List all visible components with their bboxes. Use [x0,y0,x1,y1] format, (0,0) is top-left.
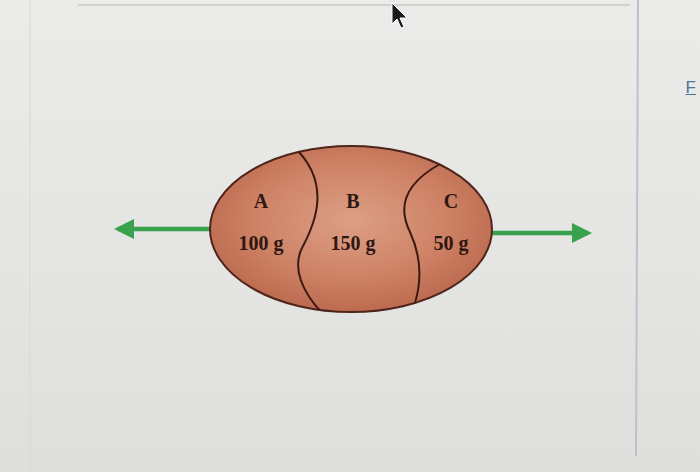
region-boundary [293,146,323,314]
region-letter: B [346,190,359,212]
body-outline [210,146,492,312]
panel-edge [636,0,638,456]
mass-value: 100 g [239,232,284,254]
region-letter: C [444,190,458,212]
mass-region: A 100 g [236,188,287,256]
mass-value: 150 g [331,232,376,254]
mass-region: B 150 g [328,188,379,256]
link-letter: F [686,78,696,98]
mass-region: C 50 g [431,188,472,256]
region-letter: A [254,190,268,212]
page-rule [78,4,630,6]
force-arrow [118,227,210,232]
mouse-cursor [392,3,407,28]
page-edge [30,0,31,472]
force-arrow [492,231,588,236]
mass-value: 50 g [434,232,469,254]
